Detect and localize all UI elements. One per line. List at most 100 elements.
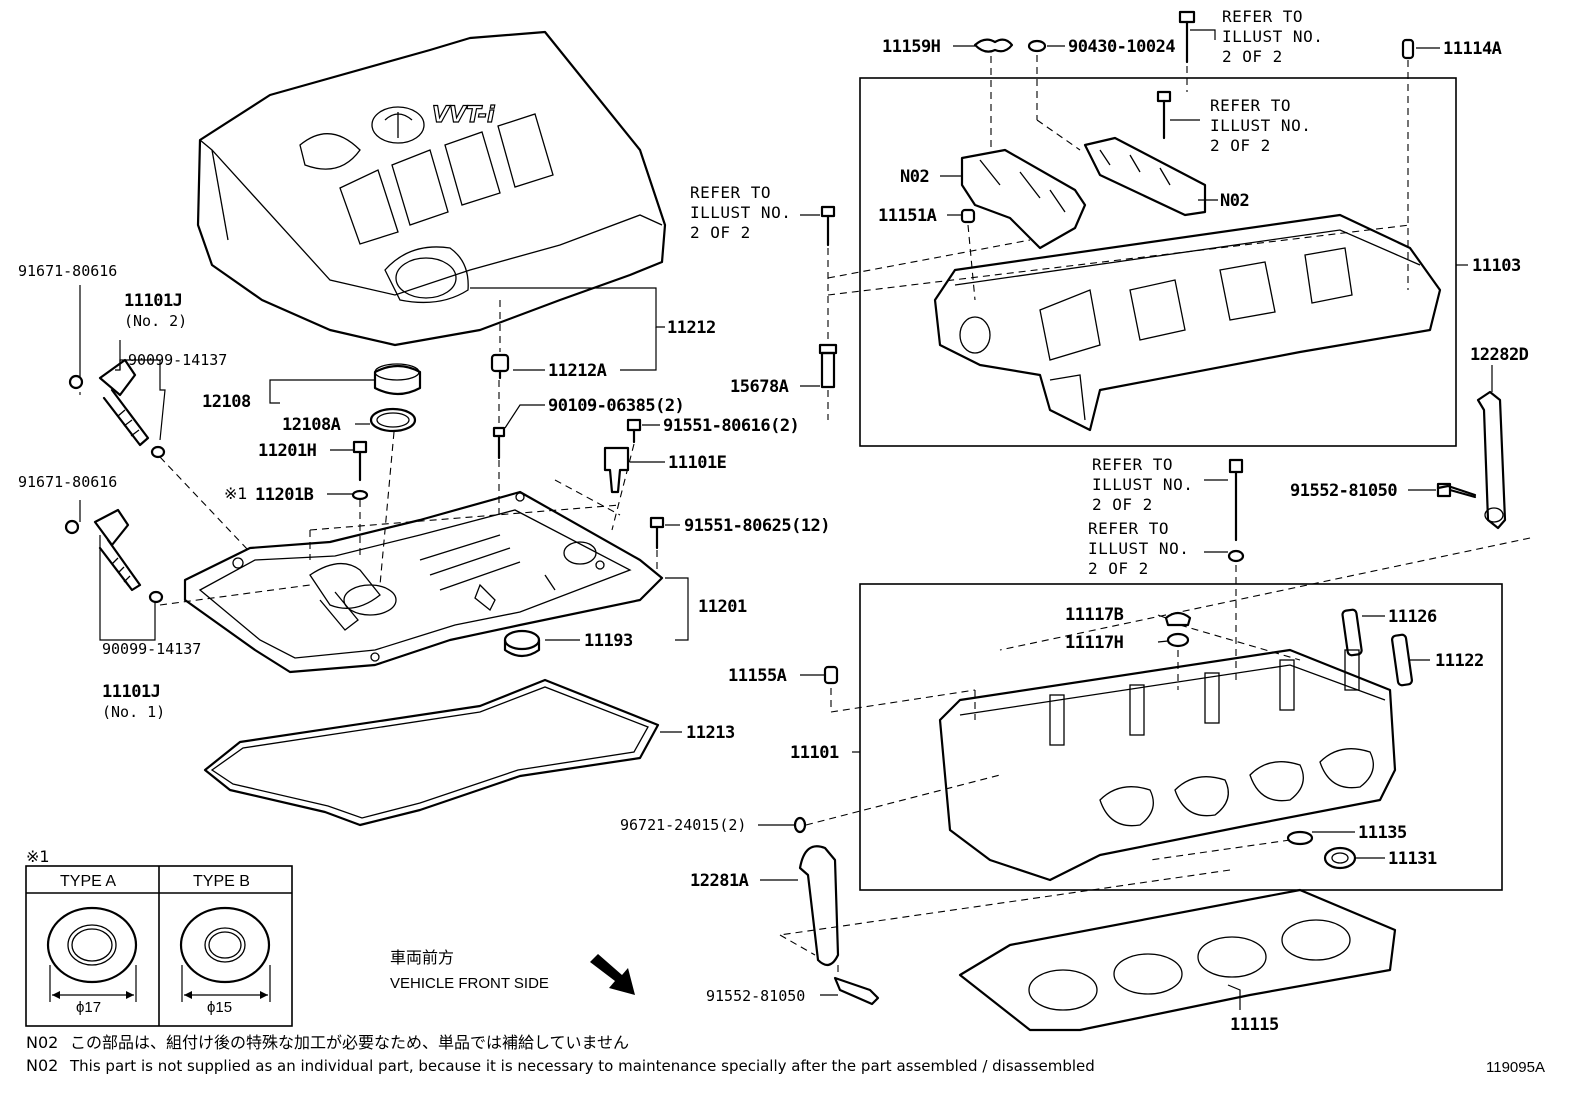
leader-lines xyxy=(79,29,1493,1010)
type-a-header: TYPE A xyxy=(60,873,116,890)
label-11114A: 11114A xyxy=(1443,39,1502,59)
label-11115: 11115 xyxy=(1230,1015,1279,1035)
label-11101J-no1-sub: (No. 1) xyxy=(102,703,165,721)
label-11212A: 11212A xyxy=(548,361,607,381)
bolt-91551-80625 xyxy=(649,516,665,550)
svg-text:ILLUST NO.: ILLUST NO. xyxy=(1222,27,1323,46)
label-11213: 11213 xyxy=(686,723,735,743)
dowel-11151A xyxy=(960,208,976,224)
note-code-jp: N02 xyxy=(26,1033,58,1052)
bolt-top-refer xyxy=(1178,10,1196,64)
label-11122: 11122 xyxy=(1435,651,1484,671)
label-11201B: 11201B xyxy=(255,485,314,505)
long-bolt-refer xyxy=(1227,458,1245,563)
label-12108A: 12108A xyxy=(282,415,341,435)
oring-96721 xyxy=(793,816,807,834)
label-91552-81050-upper: 91552-81050 xyxy=(1290,481,1397,501)
label-11117B: 11117B xyxy=(1065,605,1124,625)
gasket-11135 xyxy=(1286,830,1314,846)
label-96721-24015: 96721-24015(2) xyxy=(620,816,746,834)
label-11101J-no2: 11101J xyxy=(124,291,182,311)
label-91671-80616-b: 91671-80616 xyxy=(18,473,117,491)
svg-text:2 OF 2: 2 OF 2 xyxy=(1210,136,1271,155)
camshaft-housing-illustration xyxy=(933,213,1442,432)
label-91551-80625: 91551-80625(12) xyxy=(684,516,830,536)
type-table-mark: ※1 xyxy=(26,847,50,866)
type-b-header: TYPE B xyxy=(193,873,250,890)
label-12108: 12108 xyxy=(202,392,251,412)
vehicle-front-indicator: 車両前方 VEHICLE FRONT SIDE xyxy=(390,948,635,995)
ocv-valve-no1 xyxy=(64,508,164,604)
label-12281A: 12281A xyxy=(690,871,749,891)
bolt-inner-refer xyxy=(1156,90,1172,140)
cylinder-head-frame xyxy=(859,583,1503,891)
note-text-jp: この部品は、組付け後の特殊な加工が必要なため、単品では補給していません xyxy=(70,1033,629,1052)
svg-text:VVT-i: VVT-i xyxy=(432,103,495,128)
seal-11131 xyxy=(1323,846,1357,870)
dim-a: ϕ17 xyxy=(76,999,101,1016)
label-n02-a: N02 xyxy=(900,167,929,187)
front-label-jp: 車両前方 xyxy=(390,948,454,967)
svg-text:REFER TO: REFER TO xyxy=(1222,7,1303,26)
label-n02-b: N02 xyxy=(1220,191,1249,211)
label-11131: 11131 xyxy=(1388,849,1437,869)
svg-text:2 OF 2: 2 OF 2 xyxy=(1092,495,1153,514)
label-11101E: 11101E xyxy=(668,453,727,473)
refer-note-left: REFER TO ILLUST NO. 2 OF 2 xyxy=(690,183,791,242)
refer-note-top: REFER TO ILLUST NO. 2 OF 2 xyxy=(1222,7,1323,66)
label-15678A: 15678A xyxy=(730,377,789,397)
label-11101: 11101 xyxy=(790,743,839,763)
label-91552-81050-lower: 91552-81050 xyxy=(706,987,805,1005)
label-11101J-no2-sub: (No. 2) xyxy=(124,312,187,330)
svg-text:REFER TO: REFER TO xyxy=(1088,519,1169,538)
svg-text:ILLUST NO.: ILLUST NO. xyxy=(1092,475,1193,494)
cover-gasket-11213 xyxy=(203,678,660,827)
label-11103: 11103 xyxy=(1472,256,1521,276)
label-11159H: 11159H xyxy=(882,37,941,57)
label-91551-80616: 91551-80616(2) xyxy=(663,416,799,436)
label-11117H: 11117H xyxy=(1065,633,1124,653)
nut-90430 xyxy=(1027,39,1047,53)
figure-ref-code: 119095A xyxy=(1486,1059,1545,1076)
bracket-12282D xyxy=(1436,390,1507,530)
dim-b: ϕ15 xyxy=(207,999,232,1016)
label-11101J-no1: 11101J xyxy=(102,682,160,702)
svg-text:REFER TO: REFER TO xyxy=(1092,455,1173,474)
refer-note-mid-b: REFER TO ILLUST NO. 2 OF 2 xyxy=(1088,519,1189,578)
cylinder-head-illustration xyxy=(938,648,1397,882)
label-11135: 11135 xyxy=(1358,823,1407,843)
gasket-11115 xyxy=(958,888,1397,1032)
alignment-lines xyxy=(79,55,1531,975)
label-90099-14137-b: 90099-14137 xyxy=(102,640,201,658)
cam-bearing-cap-left xyxy=(960,148,1087,250)
plug-seal-11193 xyxy=(503,629,541,658)
bracket-12281A xyxy=(798,845,840,967)
svg-text:ILLUST NO.: ILLUST NO. xyxy=(1210,116,1311,135)
label-11151A: 11151A xyxy=(878,206,937,226)
oil-filler-cap-12108 xyxy=(369,363,422,433)
label-11201H: 11201H xyxy=(258,441,317,461)
cylinder-head-cover-illustration xyxy=(183,490,664,674)
label-11126: 11126 xyxy=(1388,607,1437,627)
label-91671-80616-a: 91671-80616 xyxy=(18,262,117,280)
cam-bearing-cap-right xyxy=(1083,136,1207,217)
gasket-11117H xyxy=(1166,632,1190,648)
label-11201: 11201 xyxy=(698,597,747,617)
plug-11155A xyxy=(823,665,839,685)
bolt-91552-81050-upper xyxy=(1436,482,1477,499)
svg-text:ILLUST NO.: ILLUST NO. xyxy=(1088,539,1189,558)
svg-text:2 OF 2: 2 OF 2 xyxy=(690,223,751,242)
guide-11126 xyxy=(1341,608,1363,657)
engine-cover-illustration: VVT-i xyxy=(196,30,667,347)
svg-text:REFER TO: REFER TO xyxy=(1210,96,1291,115)
pin-11114A xyxy=(1401,38,1415,60)
label-11212: 11212 xyxy=(667,318,716,338)
label-90099-14137-a: 90099-14137 xyxy=(128,351,227,369)
plug-11117B xyxy=(1164,611,1192,627)
svg-text:2 OF 2: 2 OF 2 xyxy=(1088,559,1149,578)
label-11193: 11193 xyxy=(584,631,633,651)
svg-text:2 OF 2: 2 OF 2 xyxy=(1222,47,1283,66)
front-label-en: VEHICLE FRONT SIDE xyxy=(390,975,549,992)
footnotes: N02 この部品は、組付け後の特殊な加工が必要なため、単品では補給していません … xyxy=(26,1033,1545,1076)
